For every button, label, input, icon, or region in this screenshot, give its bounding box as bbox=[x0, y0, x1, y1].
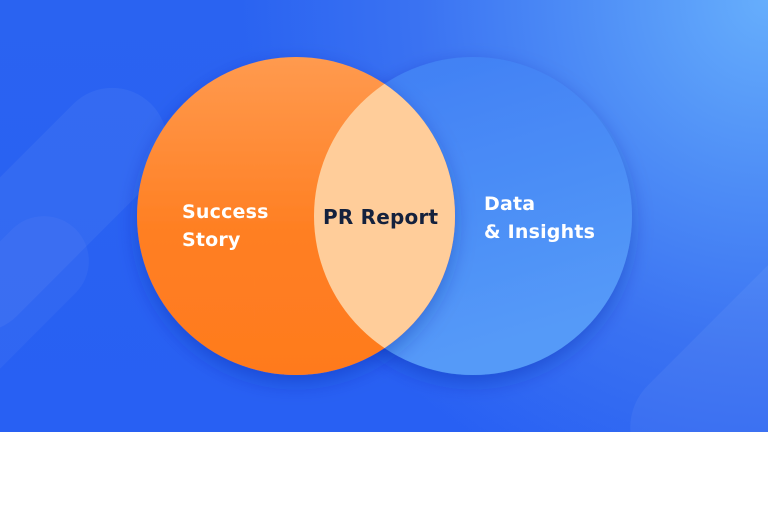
pr-report-intersection bbox=[314, 57, 455, 375]
pr-report-label: PR Report bbox=[323, 205, 439, 229]
venn-diagram bbox=[137, 57, 632, 375]
success-story-label: Success Story bbox=[182, 201, 269, 251]
data-insights-label: Data & Insights bbox=[484, 193, 596, 243]
